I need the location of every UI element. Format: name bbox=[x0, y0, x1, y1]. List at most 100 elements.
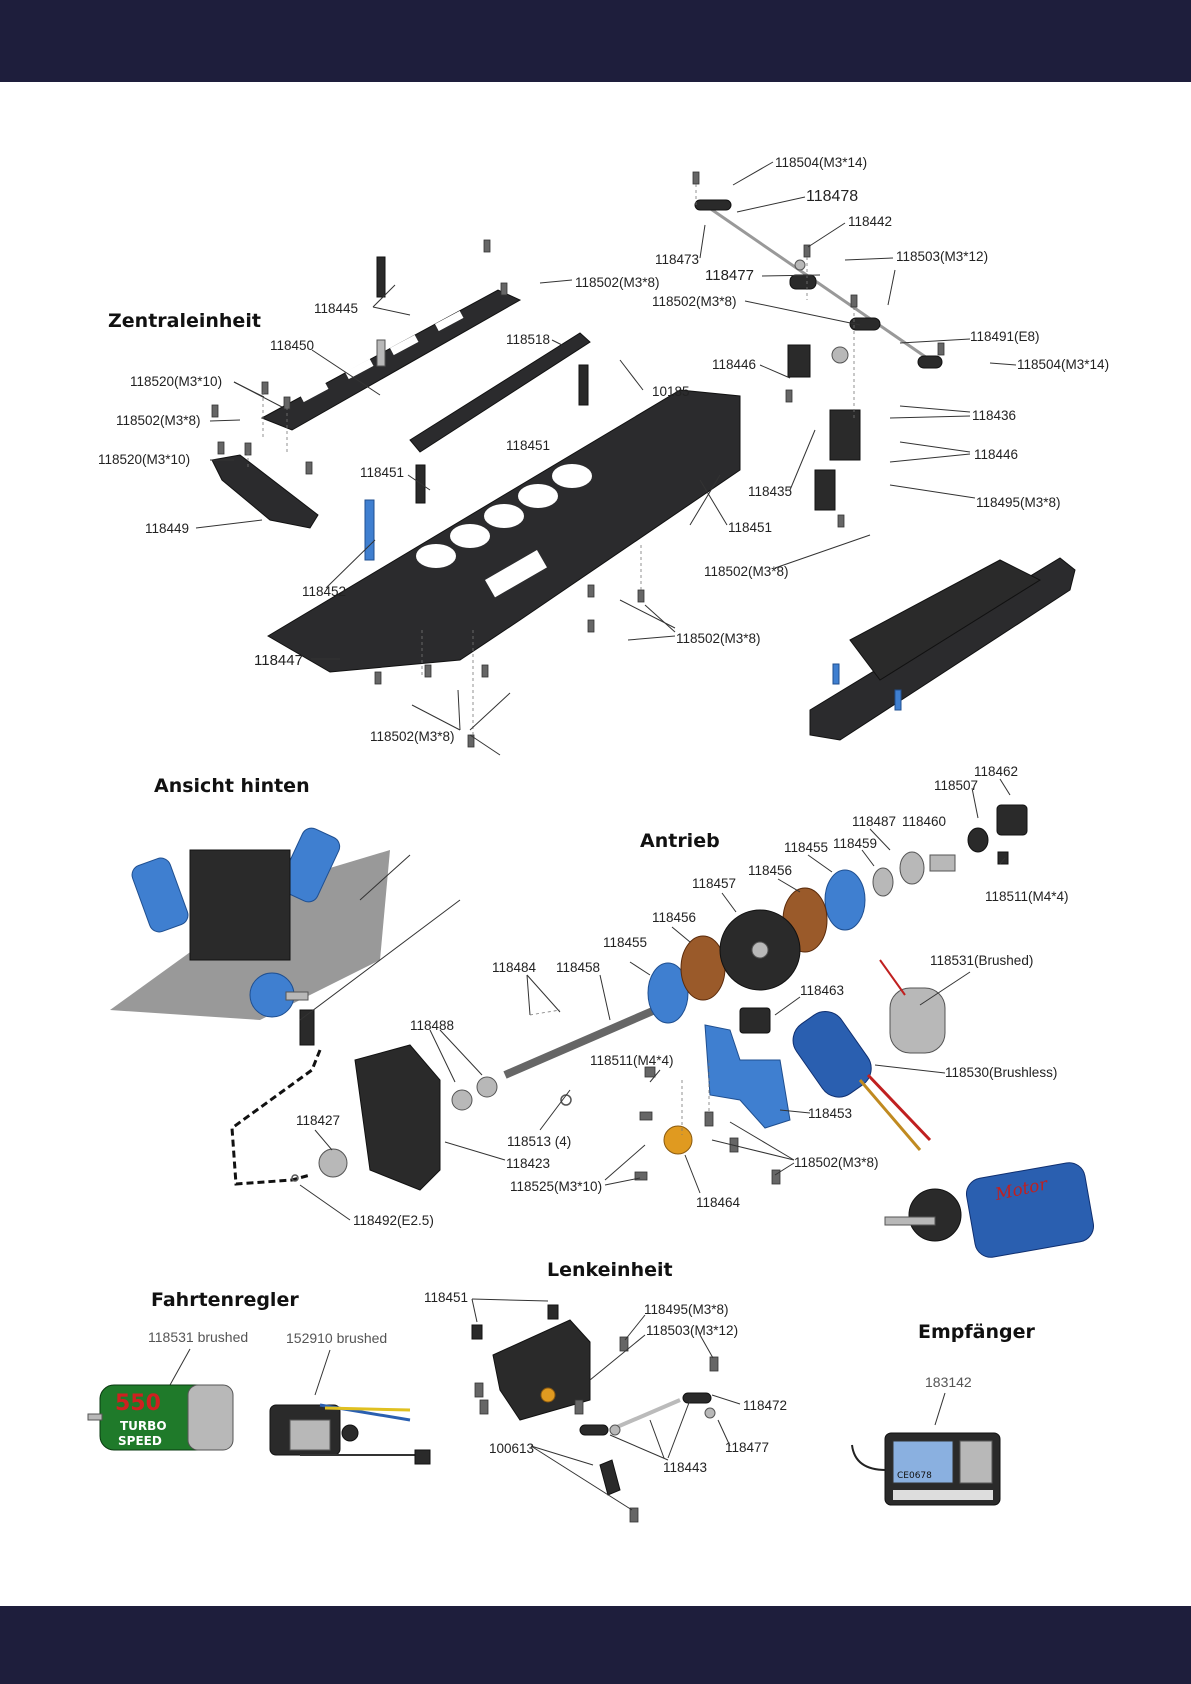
label-118423: 118423 bbox=[506, 1156, 550, 1171]
title-ansicht-hinten: Ansicht hinten bbox=[154, 775, 310, 797]
label-118530-brushless: 118530(Brushless) bbox=[945, 1065, 1057, 1080]
label-118507: 118507 bbox=[934, 778, 978, 793]
title-empfaenger: Empfänger bbox=[918, 1321, 1035, 1343]
guides-antrieb bbox=[529, 1009, 710, 1135]
screws-zentral-illustration bbox=[211, 171, 945, 748]
motor-speed-text: SPEED bbox=[118, 1434, 162, 1448]
label-118458: 118458 bbox=[556, 960, 600, 975]
label-118477-top: 118477 bbox=[705, 267, 754, 284]
label-118518: 118518 bbox=[506, 332, 550, 347]
label-118455-b: 118455 bbox=[603, 935, 647, 950]
label-152910-brushed: 152910 brushed bbox=[286, 1330, 387, 1346]
label-118487: 118487 bbox=[852, 814, 896, 829]
title-fahrtenregler: Fahrtenregler bbox=[151, 1289, 299, 1311]
label-118504-m3-14-top: 118504(M3*14) bbox=[775, 155, 867, 170]
title-lenkeinheit: Lenkeinheit bbox=[547, 1259, 673, 1281]
upper-deck-plate-illustration bbox=[260, 289, 522, 431]
label-118495-m3-8-lenk: 118495(M3*8) bbox=[644, 1302, 729, 1317]
label-118462: 118462 bbox=[974, 764, 1018, 779]
label-118436: 118436 bbox=[972, 408, 1016, 423]
label-118456-b: 118456 bbox=[652, 910, 696, 925]
leaders-antrieb bbox=[299, 778, 1011, 1221]
label-183142: 183142 bbox=[925, 1374, 972, 1390]
label-118503-m3-12-lenk: 118503(M3*12) bbox=[646, 1323, 738, 1338]
motor-550-text: 550 bbox=[115, 1391, 161, 1416]
motor-turbo-text: TURBO bbox=[120, 1419, 167, 1433]
label-118457: 118457 bbox=[692, 876, 736, 891]
label-118463: 118463 bbox=[800, 983, 844, 998]
label-118443: 118443 bbox=[663, 1460, 707, 1475]
footer-band bbox=[0, 1606, 1191, 1684]
label-118451-c: 118451 bbox=[728, 520, 772, 535]
label-118504-m3-14-right: 118504(M3*14) bbox=[1017, 357, 1109, 372]
label-118447: 118447 bbox=[254, 652, 303, 669]
label-118455-a: 118455 bbox=[784, 840, 828, 855]
label-118525-m3-10: 118525(M3*10) bbox=[510, 1179, 602, 1194]
antrieb-group: Antrieb bbox=[291, 764, 1094, 1258]
label-118451-b: 118451 bbox=[360, 465, 404, 480]
label-118491-e8: 118491(E8) bbox=[970, 329, 1040, 344]
label-118446-right: 118446 bbox=[974, 447, 1018, 462]
label-118495-m3-8-top: 118495(M3*8) bbox=[976, 495, 1061, 510]
title-antrieb: Antrieb bbox=[640, 830, 720, 852]
fahrtenregler-group: Fahrtenregler 118531 brushed 152910 brus… bbox=[87, 1289, 431, 1465]
label-118502-m3-8-e: 118502(M3*8) bbox=[676, 631, 761, 646]
assembled-chassis-illustration bbox=[809, 557, 1076, 741]
drivetrain-illustration: Motor bbox=[291, 804, 1094, 1258]
label-118478: 118478 bbox=[806, 188, 858, 205]
label-118492-e2-5: 118492(E2.5) bbox=[353, 1213, 434, 1228]
rear-bracket-illustration bbox=[211, 454, 319, 529]
label-100613: 100613 bbox=[489, 1441, 534, 1456]
brushed-motor-illustration: 550 TURBO SPEED bbox=[87, 1384, 234, 1451]
label-118452: 118452 bbox=[302, 584, 346, 599]
label-118459: 118459 bbox=[833, 836, 877, 851]
label-118502-m3-8-d: 118502(M3*8) bbox=[704, 564, 789, 579]
label-118513: 118513 (4) bbox=[507, 1134, 571, 1149]
label-118502-m3-8-b: 118502(M3*8) bbox=[652, 294, 737, 309]
label-118435: 118435 bbox=[748, 484, 792, 499]
receiver-ce-text: CE0678 bbox=[897, 1471, 932, 1481]
label-118460: 118460 bbox=[902, 814, 946, 829]
label-118520-m3-10-b: 118520(M3*10) bbox=[98, 452, 190, 467]
label-118453: 118453 bbox=[808, 1106, 852, 1121]
label-118502-m3-8-a: 118502(M3*8) bbox=[575, 275, 660, 290]
label-118520-m3-10-a: 118520(M3*10) bbox=[130, 374, 222, 389]
label-118477-lenk: 118477 bbox=[725, 1440, 769, 1455]
brace-118518-illustration bbox=[409, 332, 591, 453]
label-118451-a: 118451 bbox=[506, 438, 550, 453]
leaders-zentral bbox=[195, 161, 1017, 756]
label-118464: 118464 bbox=[696, 1195, 741, 1210]
main-chassis-illustration bbox=[267, 389, 741, 673]
label-118531-brushed: 118531 brushed bbox=[148, 1329, 248, 1345]
label-118502-m3-8-c: 118502(M3*8) bbox=[116, 413, 201, 428]
leaders-lenk bbox=[471, 1298, 741, 1511]
label-118445: 118445 bbox=[314, 301, 358, 316]
receiver-illustration: CE0678 bbox=[851, 1432, 1001, 1506]
empfaenger-group: Empfänger 183142 CE0678 bbox=[851, 1321, 1035, 1506]
label-118472: 118472 bbox=[743, 1398, 787, 1413]
label-118446-top: 118446 bbox=[712, 357, 756, 372]
rear-view-connector bbox=[230, 1049, 322, 1186]
label-118488: 118488 bbox=[410, 1018, 454, 1033]
label-118442: 118442 bbox=[848, 214, 892, 229]
label-118473: 118473 bbox=[655, 252, 699, 267]
guides-zentral bbox=[247, 184, 855, 735]
label-10185: 10185 bbox=[652, 384, 690, 399]
esc-illustration bbox=[269, 1403, 431, 1465]
label-118511-m4-4-top: 118511(M4*4) bbox=[985, 889, 1069, 904]
label-118427: 118427 bbox=[296, 1113, 340, 1128]
label-118449: 118449 bbox=[145, 521, 189, 536]
servo-illustration bbox=[471, 1304, 719, 1523]
ansicht-hinten-group: Ansicht hinten bbox=[110, 775, 461, 1186]
label-118456-a: 118456 bbox=[748, 863, 792, 878]
label-118451-d: 118451 bbox=[424, 1290, 468, 1305]
header-band bbox=[0, 0, 1191, 82]
lenkeinheit-group: Lenkeinheit bbox=[424, 1259, 787, 1523]
label-118503-m3-12-top: 118503(M3*12) bbox=[896, 249, 988, 264]
label-118531-brushed-antrieb: 118531(Brushed) bbox=[930, 953, 1033, 968]
label-118450: 118450 bbox=[270, 338, 314, 353]
label-118502-m3-8-g: 118502(M3*8) bbox=[794, 1155, 879, 1170]
title-zentraleinheit: Zentraleinheit bbox=[108, 310, 261, 332]
rear-view-illustration bbox=[110, 827, 461, 1046]
zentraleinheit-group: Zentraleinheit bbox=[98, 155, 1109, 756]
